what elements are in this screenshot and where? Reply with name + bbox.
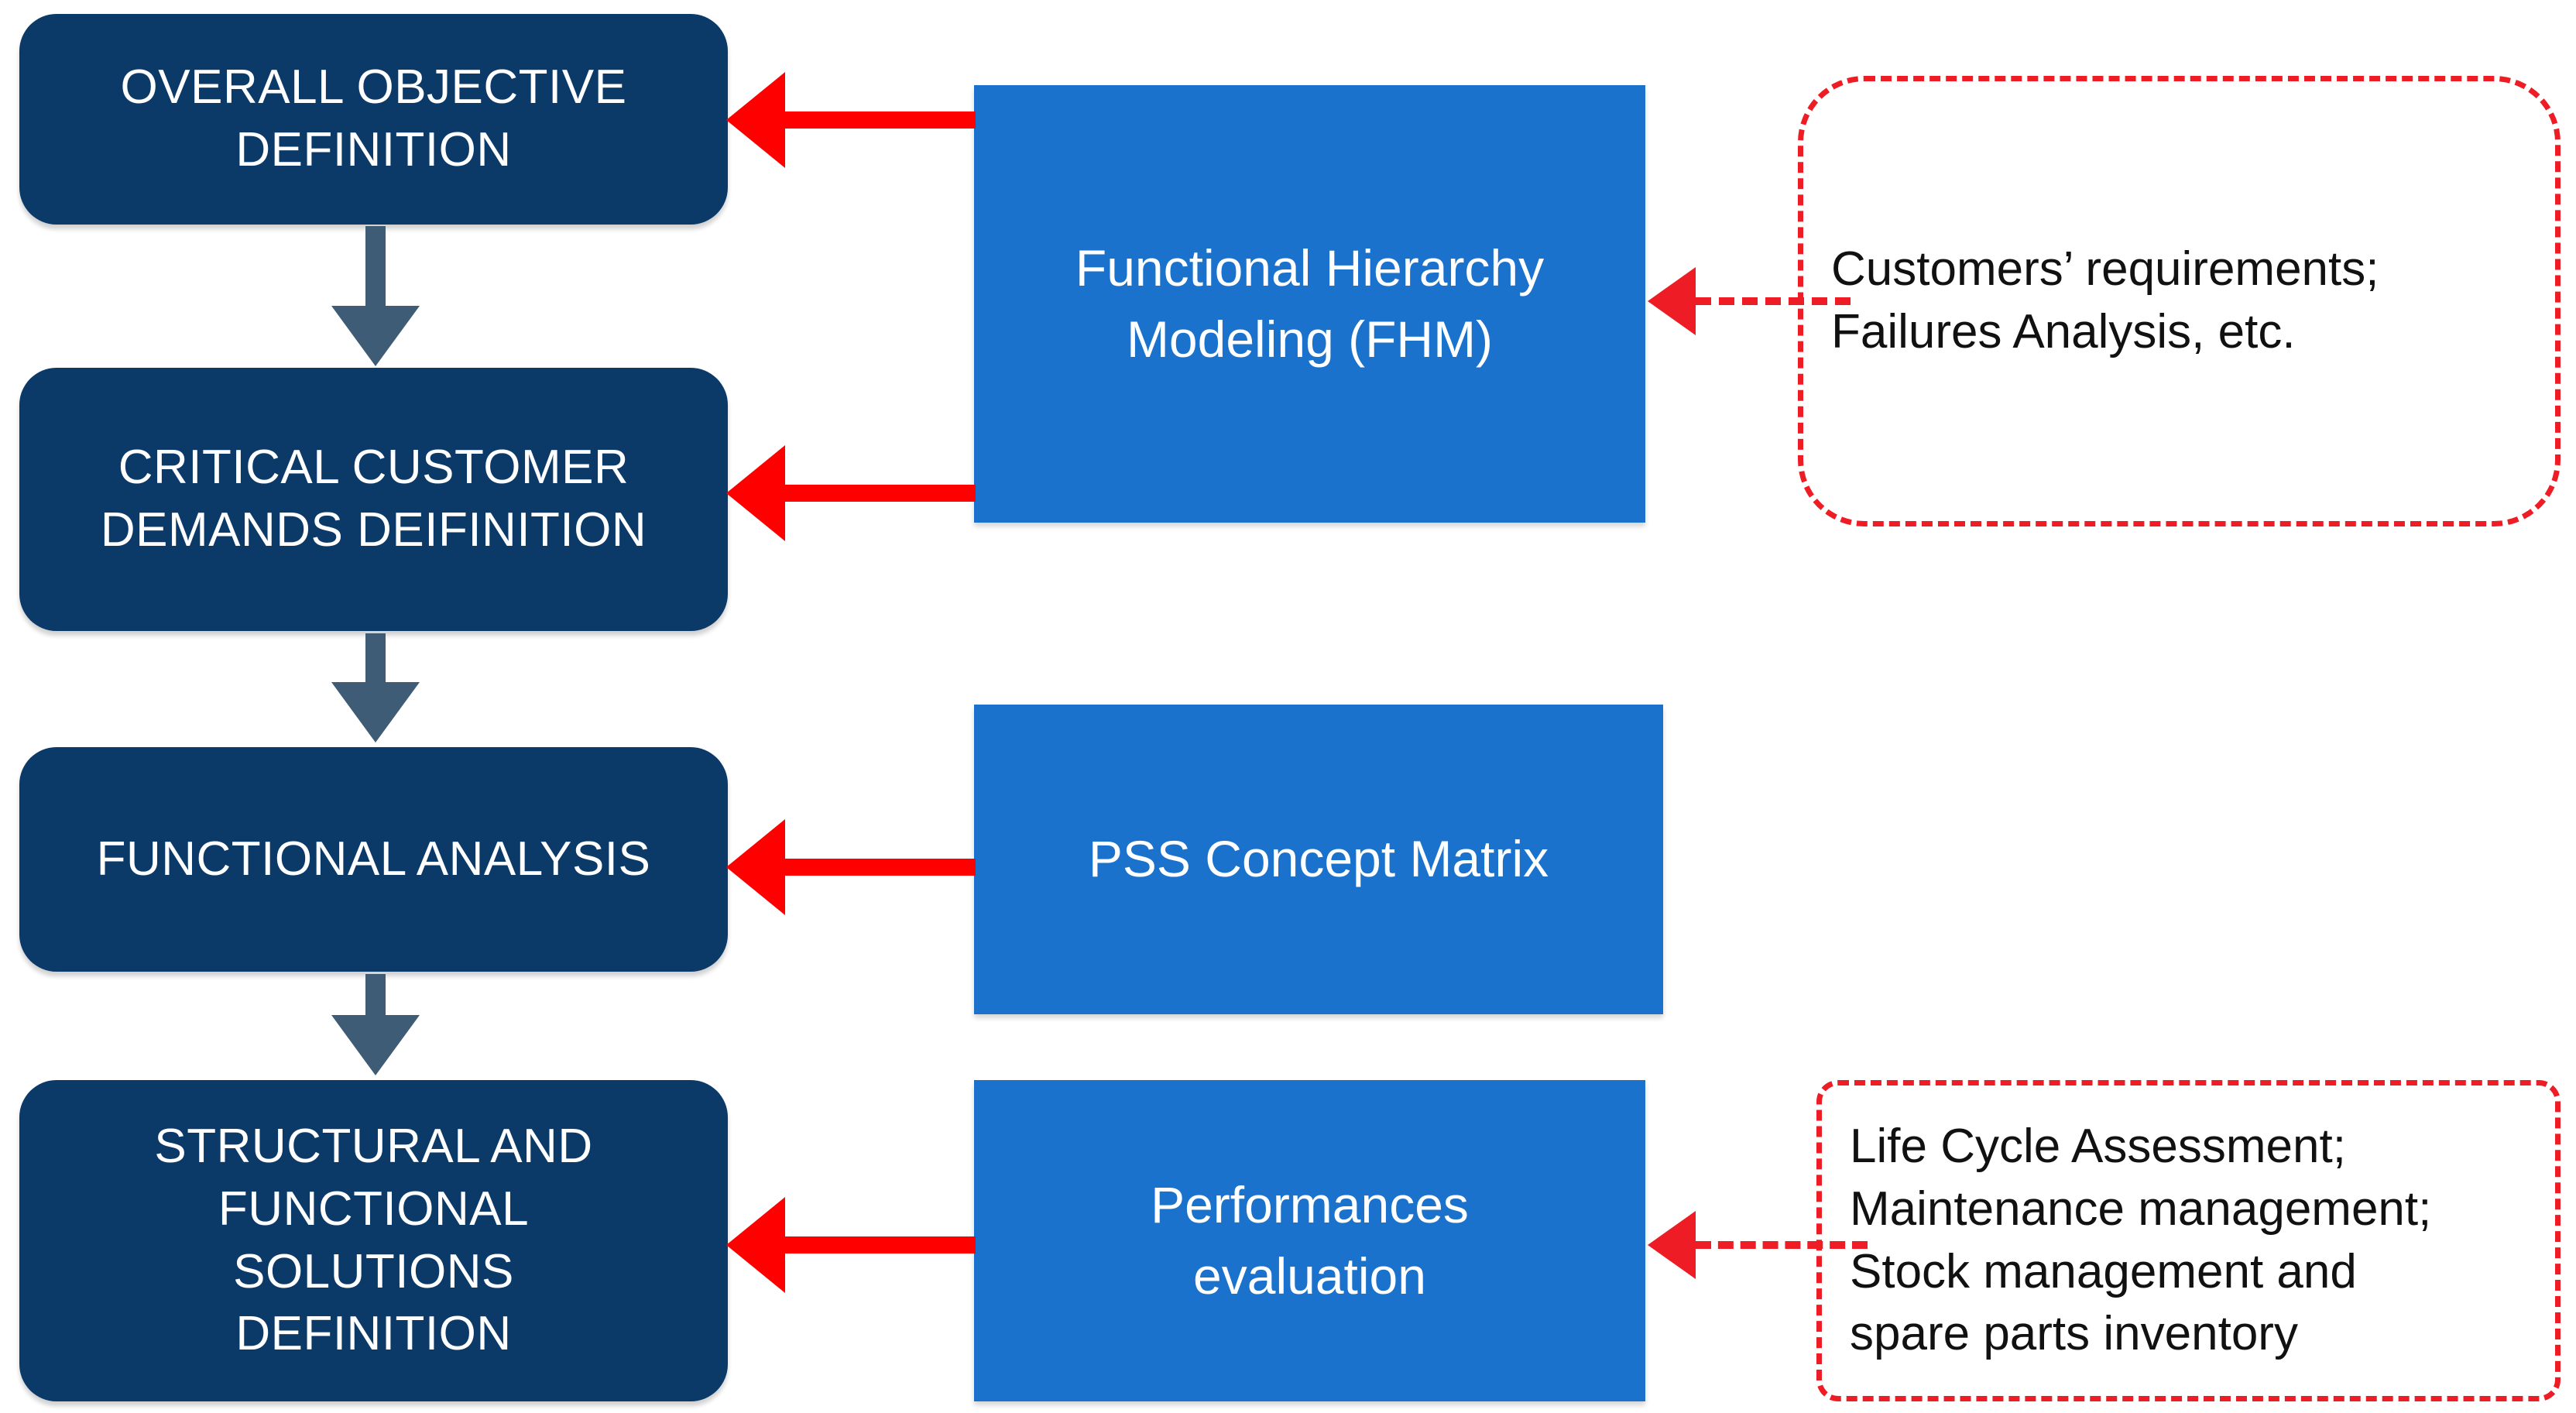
callout-box-customer-inputs[interactable]: Customers’ requirements; Failures Analys… xyxy=(1798,76,2561,526)
arrow-shaft xyxy=(365,226,386,310)
phase-box-critical-customer-demands[interactable]: CRITICAL CUSTOMER DEMANDS DEIFINITION xyxy=(19,368,728,631)
phase-box-line-2: FUNCTIONAL xyxy=(218,1182,530,1236)
callout-text: Customers’ requirements; Failures Analys… xyxy=(1803,238,2379,363)
phase-box-label: CRITICAL CUSTOMER DEMANDS DEIFINITION xyxy=(101,437,647,561)
phase-box-label: OVERALL OBJECTIVE DEFINITION xyxy=(121,57,627,181)
arrow-head-left-icon xyxy=(1648,267,1696,335)
arrow-head-left-icon xyxy=(726,72,785,168)
phase-box-line-1: OVERALL OBJECTIVE xyxy=(120,60,627,115)
callout-line-1: Life Cycle Assessment; xyxy=(1850,1120,2346,1174)
tool-box-label: PSS Concept Matrix xyxy=(1089,824,1549,894)
arrow-shaft xyxy=(365,974,386,1019)
callout-line-2: Failures Analysis, etc. xyxy=(1831,305,2296,358)
tool-box-pss-concept-matrix[interactable]: PSS Concept Matrix xyxy=(974,705,1663,1014)
phase-box-line-1: STRUCTURAL AND xyxy=(154,1120,593,1174)
phase-box-label: FUNCTIONAL ANALYSIS xyxy=(97,828,651,891)
arrow-head-down-icon xyxy=(331,1015,420,1075)
tool-box-line-1: Performances xyxy=(1151,1176,1469,1234)
arrow-head-down-icon xyxy=(331,682,420,743)
tool-box-label: Performances evaluation xyxy=(1151,1170,1469,1311)
callout-line-4: spare parts inventory xyxy=(1850,1307,2298,1361)
phase-box-label: STRUCTURAL AND FUNCTIONAL SOLUTIONS DEFI… xyxy=(154,1116,592,1365)
phase-box-line-2: DEMANDS DEIFINITION xyxy=(100,503,647,557)
tool-box-line-1: PSS Concept Matrix xyxy=(1088,830,1549,888)
callout-line-1: Customers’ requirements; xyxy=(1831,242,2379,297)
arrow-head-left-icon xyxy=(726,819,785,915)
phase-box-overall-objective-definition[interactable]: OVERALL OBJECTIVE DEFINITION xyxy=(19,14,728,225)
callout-line-2: Maintenance management; xyxy=(1850,1182,2432,1236)
callout-box-lifecycle-inputs[interactable]: Life Cycle Assessment; Maintenance manag… xyxy=(1816,1080,2561,1401)
arrow-shaft xyxy=(780,111,976,129)
callout-line-3: Stock management and xyxy=(1850,1244,2357,1298)
arrow-shaft xyxy=(365,633,386,686)
tool-box-line-2: evaluation xyxy=(1193,1247,1426,1305)
phase-box-structural-functional-solutions[interactable]: STRUCTURAL AND FUNCTIONAL SOLUTIONS DEFI… xyxy=(19,1080,728,1401)
arrow-head-left-icon xyxy=(726,445,785,541)
phase-box-line-4: DEFINITION xyxy=(235,1307,512,1361)
arrow-head-down-icon xyxy=(331,306,420,366)
phase-box-line-2: DEFINITION xyxy=(235,123,512,177)
tool-box-functional-hierarchy-modeling[interactable]: Functional Hierarchy Modeling (FHM) xyxy=(974,85,1645,523)
tool-box-performances-evaluation[interactable]: Performances evaluation xyxy=(974,1080,1645,1401)
tool-box-line-2: Modeling (FHM) xyxy=(1126,310,1494,368)
phase-box-functional-analysis[interactable]: FUNCTIONAL ANALYSIS xyxy=(19,747,728,972)
dashed-connector-line xyxy=(1696,297,1851,305)
callout-text: Life Cycle Assessment; Maintenance manag… xyxy=(1822,1116,2431,1365)
tool-box-label: Functional Hierarchy Modeling (FHM) xyxy=(1075,233,1544,374)
arrow-head-left-icon xyxy=(1648,1211,1696,1279)
phase-box-line-1: FUNCTIONAL ANALYSIS xyxy=(96,832,651,886)
arrow-shaft xyxy=(780,1236,976,1254)
phase-box-line-3: SOLUTIONS xyxy=(233,1244,514,1298)
tool-box-line-1: Functional Hierarchy xyxy=(1075,239,1545,297)
phase-box-line-1: CRITICAL CUSTOMER xyxy=(118,441,629,495)
arrow-head-left-icon xyxy=(726,1197,785,1293)
arrow-shaft xyxy=(780,485,976,502)
dashed-connector-line xyxy=(1696,1241,1868,1249)
arrow-shaft xyxy=(780,859,976,876)
